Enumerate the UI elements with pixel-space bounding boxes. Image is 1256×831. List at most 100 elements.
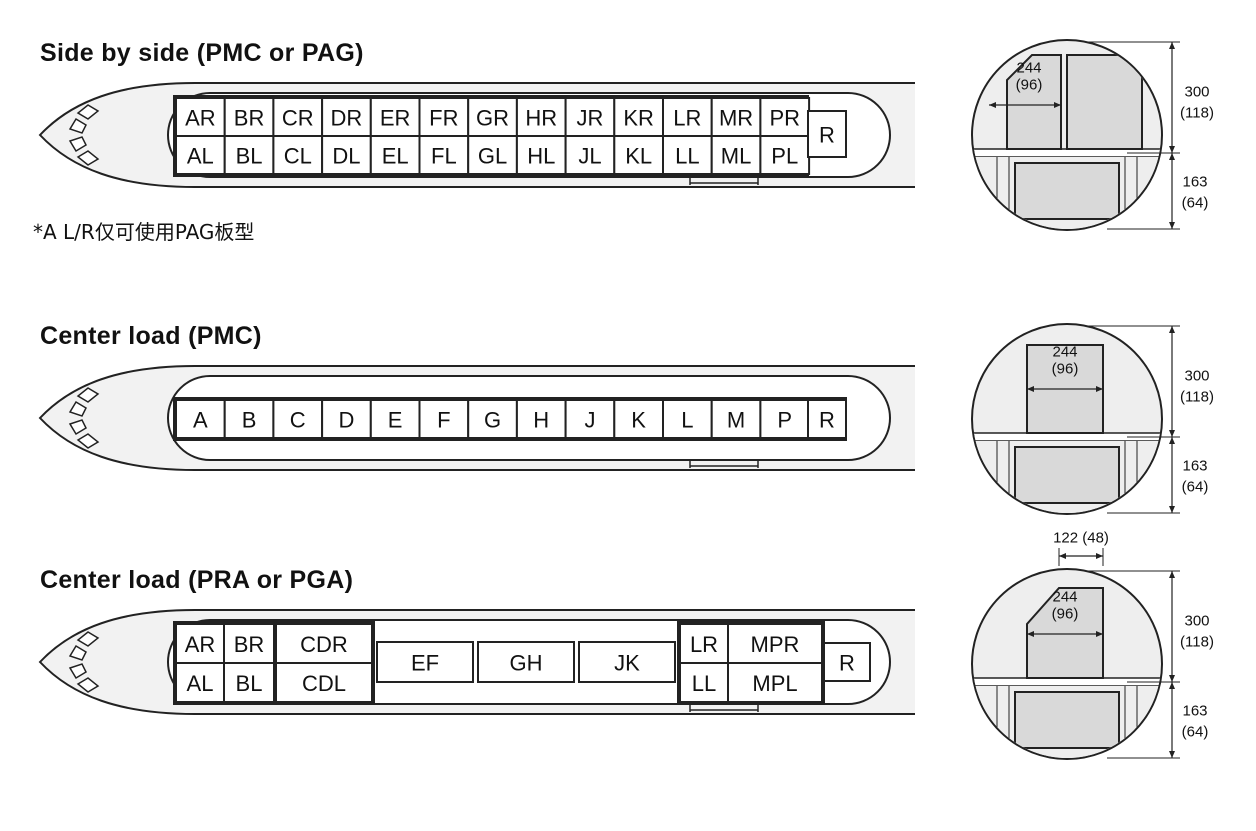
- position-label: LL: [675, 144, 699, 169]
- arrowhead: [1169, 506, 1175, 513]
- arrowhead: [1027, 386, 1034, 392]
- position-box: [223, 623, 275, 664]
- position-box: [564, 97, 616, 137]
- position-box: [272, 97, 324, 137]
- arrowhead: [1169, 437, 1175, 444]
- section-interior: [973, 587, 1161, 758]
- position-label: B: [242, 408, 257, 433]
- position-box: [321, 399, 372, 439]
- position-box: [578, 641, 676, 683]
- position-box: [275, 623, 373, 664]
- position-label: BR: [234, 106, 265, 131]
- position-label: K: [631, 408, 646, 433]
- lower-container: [1014, 691, 1120, 749]
- position-label: H: [533, 408, 549, 433]
- position-label: HL: [527, 144, 555, 169]
- position-label: L: [681, 408, 693, 433]
- position-label: PL: [771, 144, 798, 169]
- pag-note: *A L/R仅可使用PAG板型: [33, 220, 255, 244]
- width-label: 244: [1052, 589, 1077, 606]
- position-box-rear: [823, 642, 871, 682]
- position-label: KL: [625, 144, 652, 169]
- position-label: ER: [380, 106, 411, 131]
- cockpit-windows-0: [68, 104, 100, 166]
- position-box: [376, 641, 474, 683]
- cockpit-window: [76, 104, 100, 120]
- position-box: [418, 135, 470, 175]
- arrowhead: [1169, 571, 1175, 578]
- position-label: LR: [690, 632, 718, 657]
- position-label: GH: [510, 651, 543, 676]
- cross-section-0: 244(96)300(118)163(64): [971, 39, 1214, 231]
- position-box: [710, 97, 762, 137]
- height-label-inch: (118): [1180, 634, 1214, 651]
- position-box: [175, 662, 225, 703]
- arrowhead: [1169, 222, 1175, 229]
- cockpit-window: [76, 631, 100, 647]
- position-label: M: [727, 408, 745, 433]
- position-label: FL: [431, 144, 457, 169]
- position-box: [679, 662, 729, 703]
- width-label-inch: (96): [1052, 606, 1079, 623]
- position-box: [613, 135, 664, 175]
- position-label: LR: [673, 106, 701, 131]
- cockpit-window: [68, 117, 87, 134]
- position-label: CL: [284, 144, 312, 169]
- position-box: [223, 97, 275, 137]
- cross-section-1: 244(96)300(118)163(64): [971, 323, 1214, 515]
- width-label-inch: (96): [1016, 77, 1043, 94]
- position-label: AR: [185, 106, 216, 131]
- arrowhead: [1169, 153, 1175, 160]
- top-width-label: 122 (48): [1053, 530, 1109, 547]
- width-label: 244: [1052, 344, 1077, 361]
- arrowhead: [1169, 326, 1175, 333]
- height-label: 300: [1184, 84, 1209, 101]
- position-label: PR: [769, 106, 800, 131]
- position-box: [759, 135, 811, 175]
- position-label: A: [193, 408, 208, 433]
- lower-container: [1014, 162, 1120, 220]
- height-label-inch: (118): [1180, 105, 1214, 122]
- position-box: [175, 399, 226, 439]
- height-label: 300: [1184, 368, 1209, 385]
- position-box: [727, 623, 823, 664]
- cockpit-window: [68, 644, 87, 661]
- section-interior: [973, 54, 1161, 229]
- upper-container-right: [1066, 54, 1143, 150]
- top-width-dimension: 122 (48): [1053, 530, 1109, 566]
- position-box: [467, 97, 518, 137]
- position-box: [223, 662, 275, 703]
- arrowhead: [1027, 631, 1034, 637]
- position-box: [418, 399, 470, 439]
- position-box: [727, 662, 823, 703]
- position-label: MPL: [752, 671, 797, 696]
- upper-container-left: [1006, 54, 1062, 150]
- cockpit-window: [76, 387, 100, 403]
- cockpit-window: [76, 677, 100, 693]
- position-label: E: [388, 408, 403, 433]
- position-box: [467, 135, 518, 175]
- position-label: R: [839, 651, 855, 676]
- width-label-inch: (96): [1052, 361, 1079, 378]
- position-label: JL: [578, 144, 601, 169]
- arrowhead: [1169, 675, 1175, 682]
- position-label: MPR: [751, 632, 800, 657]
- arrowhead: [1096, 386, 1103, 392]
- position-label: ML: [721, 144, 752, 169]
- position-box: [759, 399, 811, 439]
- position-label: BL: [236, 144, 263, 169]
- cockpit-window: [76, 150, 100, 166]
- cockpit-window: [68, 136, 87, 153]
- position-label: AL: [187, 144, 214, 169]
- section-title-center-pmc: Center load (PMC): [40, 322, 262, 350]
- position-label: FR: [429, 106, 458, 131]
- position-box-rear: [807, 399, 847, 439]
- cockpit-window: [68, 419, 87, 436]
- position-box: [710, 399, 762, 439]
- height-label: 300: [1184, 613, 1209, 630]
- position-label: GR: [476, 106, 509, 131]
- arrowhead: [1169, 682, 1175, 689]
- position-label: HR: [525, 106, 557, 131]
- position-label: G: [484, 408, 501, 433]
